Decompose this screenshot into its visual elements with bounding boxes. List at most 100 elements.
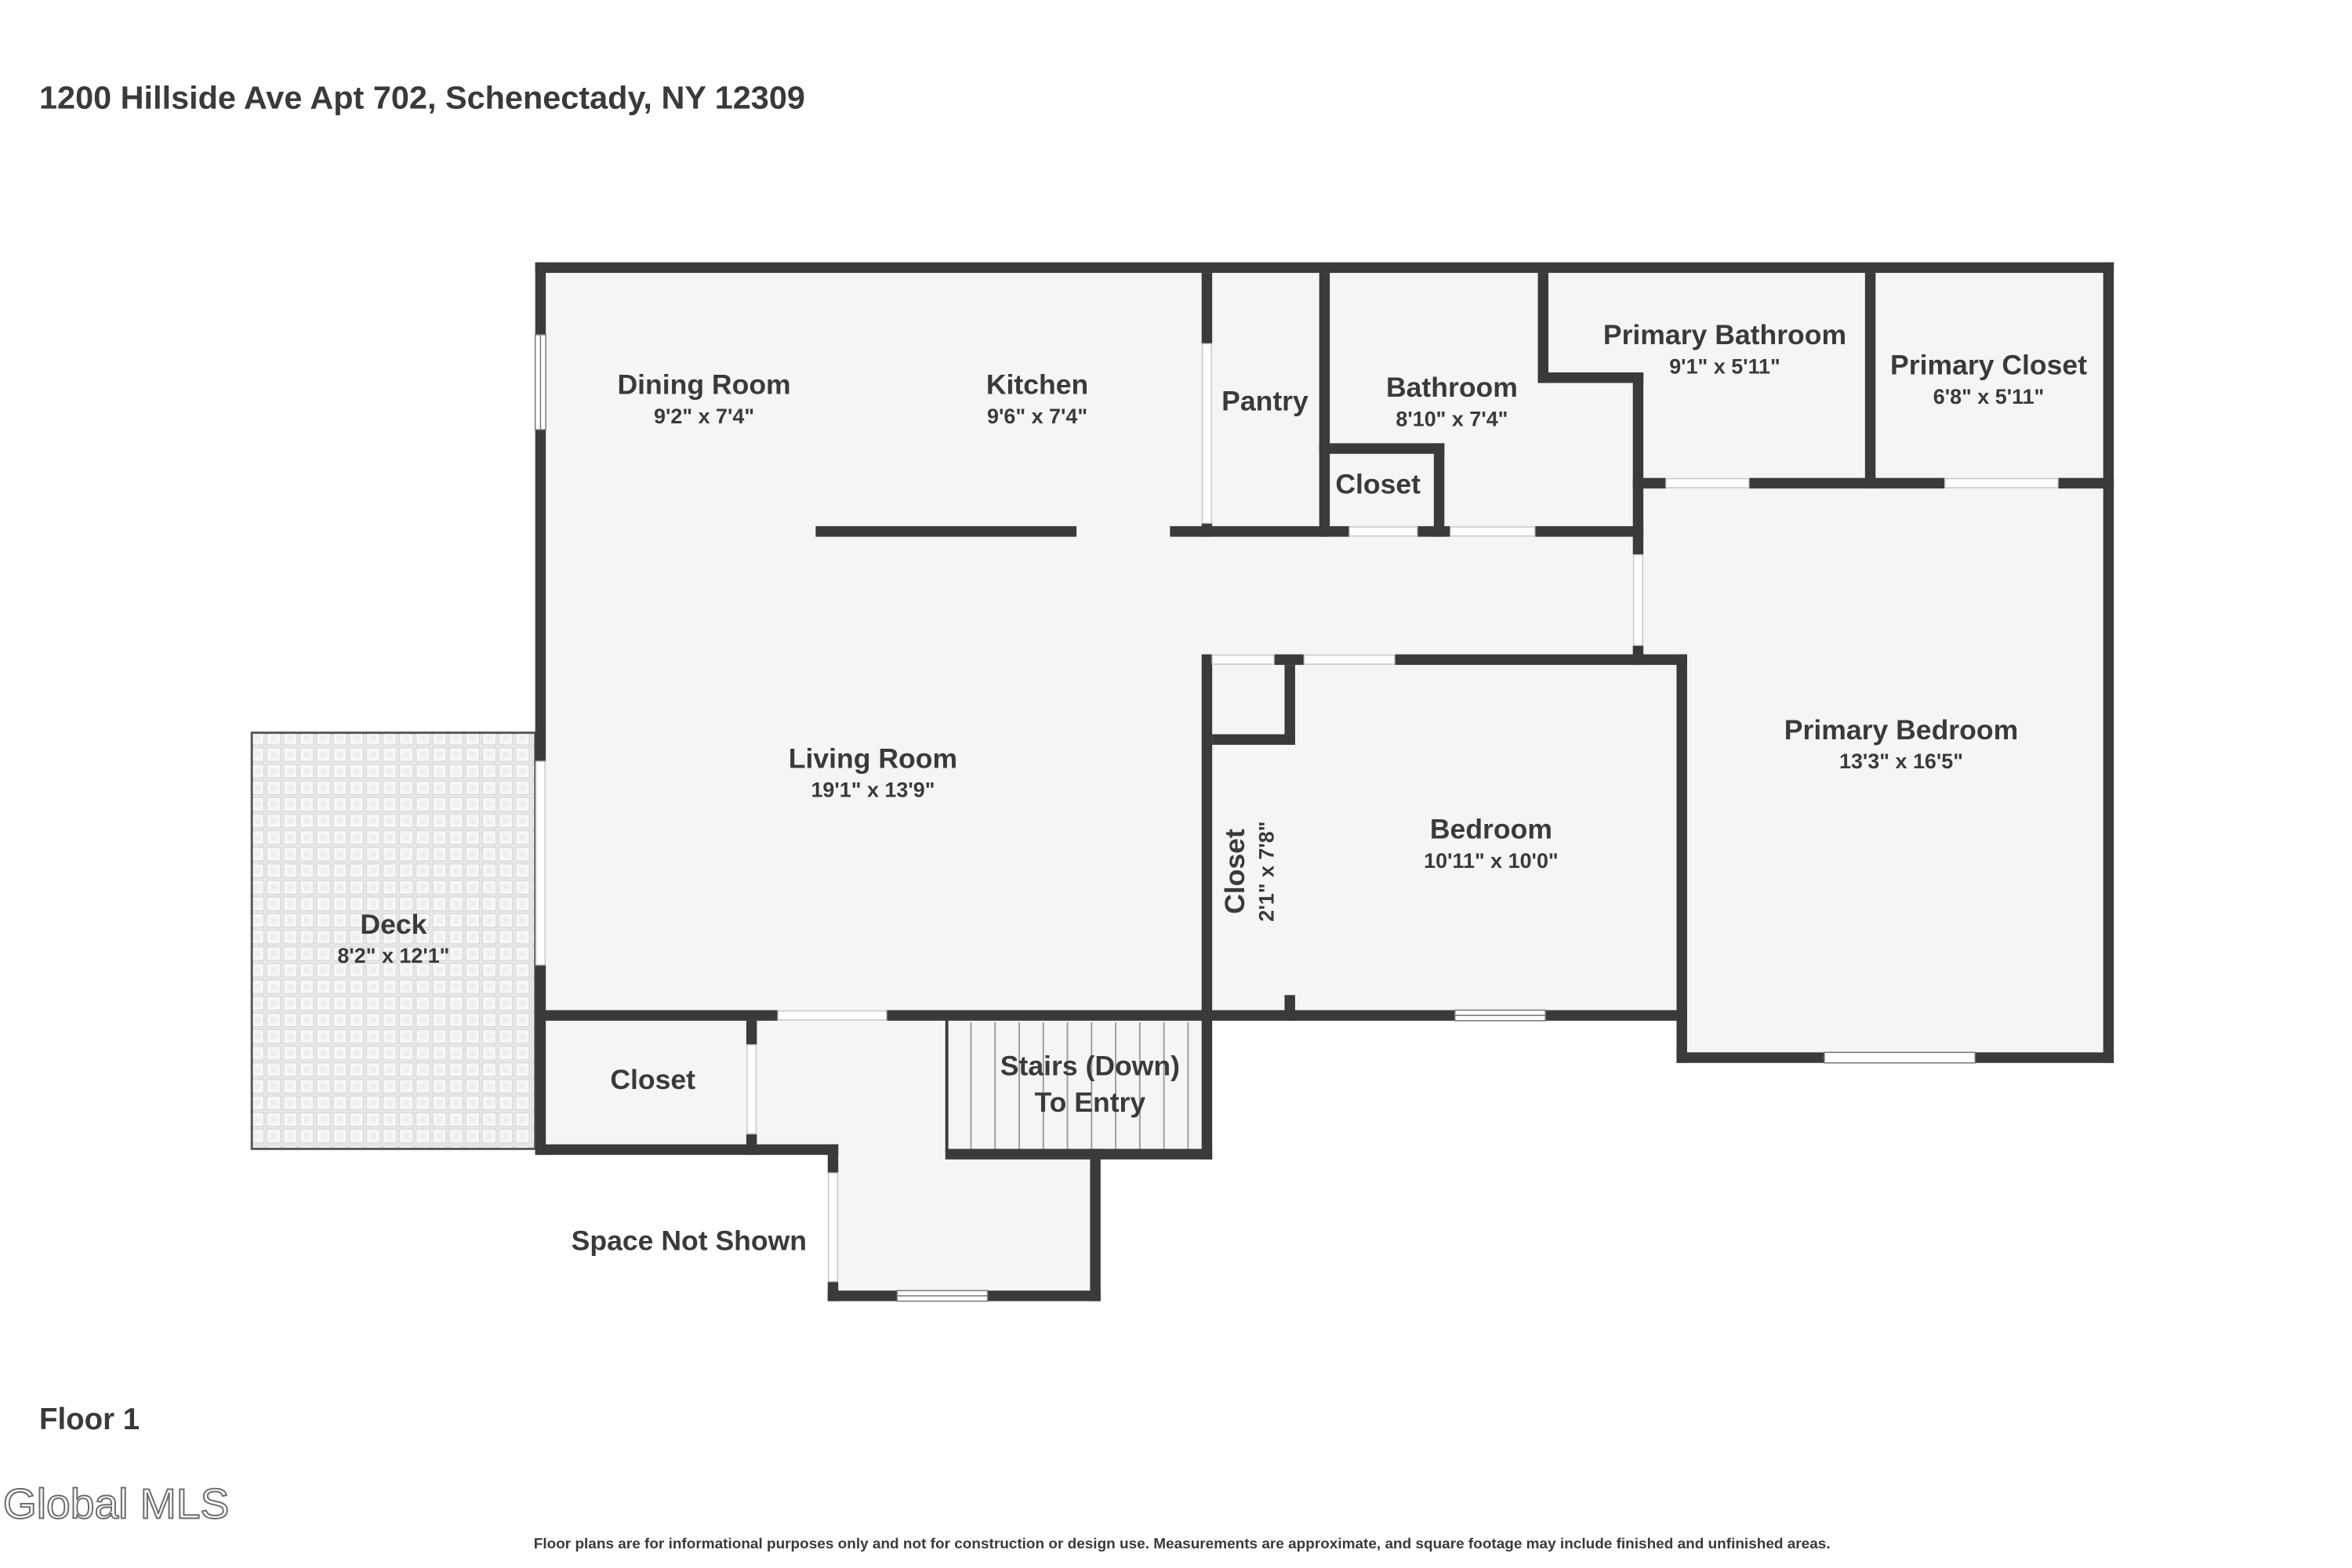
door-opening bbox=[777, 1010, 887, 1021]
room-name: Primary Bathroom bbox=[1603, 319, 1846, 350]
wall bbox=[1212, 734, 1295, 745]
room-dimensions: 13'3" x 16'5" bbox=[1839, 750, 1963, 773]
wall bbox=[2058, 477, 2114, 489]
room-labels: Dining Room 9'2" x 7'4" Kitchen 9'6" x 7… bbox=[337, 319, 2087, 1257]
wall bbox=[535, 262, 2114, 274]
room-dimensions: 8'2" x 12'1" bbox=[337, 944, 449, 967]
room-name: Closet bbox=[1219, 829, 1250, 914]
wall bbox=[1274, 654, 1305, 666]
windows bbox=[534, 334, 1976, 1302]
interior-floor bbox=[539, 267, 2110, 1297]
room-dining-room: Dining Room 9'2" x 7'4" bbox=[617, 368, 790, 427]
room-stairs: Stairs (Down) To Entry bbox=[1000, 1051, 1180, 1118]
wall bbox=[1201, 273, 1213, 344]
wall bbox=[1201, 1010, 1213, 1160]
door-opening bbox=[1450, 526, 1536, 537]
room-dimensions: 9'2" x 7'4" bbox=[654, 405, 754, 428]
wall bbox=[535, 430, 546, 762]
room-dimensions: 6'8" x 5'11" bbox=[1933, 385, 2045, 408]
wall bbox=[535, 964, 546, 1156]
room-name: Primary Bedroom bbox=[1784, 714, 2018, 746]
stair-treads bbox=[970, 1022, 1189, 1149]
door-opening bbox=[1944, 477, 2059, 488]
room-name-line-2: To Entry bbox=[1035, 1087, 1146, 1118]
wall bbox=[1284, 665, 1295, 745]
wall bbox=[815, 526, 1077, 537]
room-space-not-shown: Space Not Shown bbox=[572, 1225, 807, 1257]
wall bbox=[1676, 1052, 1824, 1063]
room-entry-closet: Closet bbox=[610, 1064, 695, 1095]
room-living-room: Living Room 19'1" x 13'9" bbox=[789, 742, 957, 801]
room-dimensions: 2'1" x 7'8" bbox=[1254, 821, 1278, 921]
room-bedroom: Bedroom 10'11" x 10'0" bbox=[1424, 814, 1559, 873]
walls bbox=[535, 262, 2114, 1301]
wall bbox=[535, 262, 546, 335]
wall bbox=[1864, 273, 1876, 489]
door-openings bbox=[535, 343, 2059, 1283]
wall bbox=[827, 1290, 898, 1301]
floor-label: Floor 1 bbox=[39, 1403, 140, 1436]
wall bbox=[1319, 443, 1445, 454]
sliding-door-opening bbox=[535, 760, 546, 966]
room-dimensions: 8'10" x 7'4" bbox=[1396, 408, 1508, 431]
global-mls-logo: Global MLS bbox=[3, 1481, 229, 1528]
room-name: Dining Room bbox=[617, 368, 790, 400]
wall bbox=[1394, 654, 1687, 666]
door-opening bbox=[1211, 654, 1275, 665]
door-opening bbox=[1665, 477, 1750, 488]
wall bbox=[1534, 526, 1644, 537]
wall bbox=[1537, 372, 1644, 383]
room-name-line-1: Stairs (Down) bbox=[1000, 1051, 1180, 1082]
room-name: Deck bbox=[360, 909, 426, 940]
room-name: Primary Closet bbox=[1890, 349, 2087, 380]
window bbox=[896, 1290, 989, 1302]
wall bbox=[1201, 654, 1213, 1021]
room-name: Closet bbox=[610, 1064, 695, 1095]
room-bathroom: Bathroom 8'10" x 7'4" bbox=[1386, 372, 1518, 430]
wall bbox=[1170, 526, 1350, 537]
door-opening bbox=[1348, 526, 1418, 537]
room-bedroom-closet: Closet 2'1" x 7'8" bbox=[1219, 821, 1278, 921]
wall bbox=[945, 1149, 1213, 1160]
wall bbox=[2103, 262, 2114, 1063]
wall bbox=[1748, 477, 1945, 489]
wall bbox=[1284, 995, 1295, 1021]
room-name: Space Not Shown bbox=[572, 1225, 807, 1257]
door-opening bbox=[1632, 554, 1643, 646]
window bbox=[1454, 1009, 1546, 1022]
floor-plan-drawing: Dining Room 9'2" x 7'4" Kitchen 9'6" x 7… bbox=[250, 262, 2114, 1302]
wall bbox=[1319, 273, 1330, 537]
wall bbox=[987, 1290, 1101, 1301]
wall bbox=[1632, 477, 1666, 489]
deck-area bbox=[250, 731, 537, 1150]
wall bbox=[945, 1020, 949, 1152]
wall bbox=[746, 1020, 757, 1045]
room-pantry: Pantry bbox=[1221, 386, 1308, 417]
wall bbox=[1975, 1052, 2114, 1063]
room-deck: Deck 8'2" x 12'1" bbox=[337, 909, 449, 967]
wall bbox=[746, 1134, 757, 1156]
door-opening bbox=[1303, 654, 1396, 665]
room-name: Pantry bbox=[1221, 386, 1308, 417]
room-bathroom-closet: Closet bbox=[1335, 468, 1421, 499]
wall bbox=[535, 1144, 839, 1156]
wall bbox=[1537, 273, 1548, 383]
room-dimensions: 19'1" x 13'9" bbox=[811, 779, 935, 802]
room-name: Kitchen bbox=[986, 368, 1088, 400]
window bbox=[534, 334, 546, 430]
wall bbox=[827, 1144, 839, 1174]
door-opening bbox=[746, 1044, 757, 1134]
room-dimensions: 9'6" x 7'4" bbox=[987, 405, 1087, 428]
room-dimensions: 9'1" x 5'11" bbox=[1669, 354, 1780, 378]
disclaimer-text: Floor plans are for informational purpos… bbox=[534, 1535, 1831, 1552]
wall bbox=[1676, 654, 1687, 1063]
room-primary-bathroom: Primary Bathroom 9'1" x 5'11" bbox=[1603, 319, 1846, 378]
room-primary-bedroom: Primary Bedroom 13'3" x 16'5" bbox=[1784, 714, 2018, 773]
room-dimensions: 10'11" x 10'0" bbox=[1424, 849, 1559, 873]
room-name: Living Room bbox=[789, 742, 957, 774]
wall bbox=[1433, 443, 1445, 537]
room-name: Bedroom bbox=[1430, 814, 1552, 845]
wall bbox=[1632, 372, 1644, 555]
door-opening bbox=[827, 1172, 839, 1283]
